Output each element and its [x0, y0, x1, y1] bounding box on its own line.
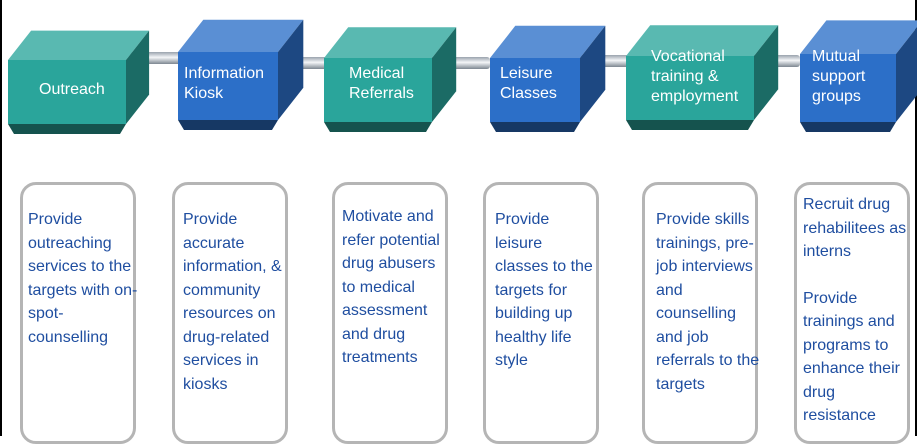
- step-title-line: Leisure: [500, 65, 553, 82]
- cube-side-face: [580, 25, 606, 122]
- cube-step-4: [490, 25, 606, 132]
- description-card-6: [794, 182, 910, 444]
- description-paragraph: Provide trainings and programs to enhanc…: [803, 289, 900, 425]
- step-title-line: Vocational: [651, 48, 725, 65]
- cube-top-face: [8, 30, 150, 60]
- step-title-line: Outreach: [39, 81, 105, 98]
- cube-bottom-face: [800, 122, 896, 132]
- cube-side-face: [126, 30, 150, 125]
- cube-bottom-face: [490, 122, 580, 132]
- step-title-line: Classes: [500, 85, 557, 102]
- description-paragraph: Provide outreaching services to the targ…: [28, 211, 138, 346]
- description-paragraph: Provide accurate information, & communit…: [183, 211, 282, 393]
- description-text-5: Provide skills trainings, pre-job interv…: [656, 208, 766, 396]
- step-title-line: Medical: [349, 65, 405, 82]
- step-title-line: support: [812, 68, 866, 85]
- cube-bottom-face: [178, 120, 278, 130]
- cube-bottom-face: [626, 120, 754, 130]
- cube-front-face: [490, 58, 580, 122]
- step-title-line: Referrals: [349, 85, 414, 102]
- cube-step-3: [324, 27, 457, 132]
- description-paragraph: Provide leisure classes to the targets f…: [495, 211, 593, 369]
- description-paragraph: Provide skills trainings, pre-job interv…: [656, 211, 760, 393]
- cube-front-face: [8, 60, 126, 124]
- cube-front-face: [324, 58, 432, 122]
- step-title-line: training &: [651, 68, 719, 85]
- step-title-line: Information: [184, 65, 265, 82]
- step-title-line: Kiosk: [184, 85, 224, 102]
- cube-step-1: [8, 30, 150, 134]
- description-text-4: Provide leisure classes to the targets f…: [495, 208, 595, 373]
- cube-front-face: [626, 56, 754, 120]
- cube-top-face: [178, 19, 304, 52]
- step-title-5: Vocational training & employment: [651, 47, 738, 107]
- description-text-3: Motivate and refer potential drug abuser…: [342, 205, 452, 370]
- cube-front-face: [178, 52, 278, 120]
- description-paragraph: Recruit drug rehabilitees as interns: [803, 196, 907, 260]
- cube-top-face: [626, 25, 779, 56]
- cube-step-5: [626, 25, 779, 130]
- step-title-line: employment: [651, 88, 739, 105]
- description-text-2: Provide accurate information, & communit…: [183, 208, 293, 396]
- description-card-4: [483, 182, 599, 444]
- step-title-1: Outreach: [39, 80, 105, 100]
- cube-top-face: [490, 25, 606, 58]
- cube-side-face: [278, 19, 304, 120]
- description-card-2: [172, 182, 288, 444]
- description-card-5: [642, 182, 758, 444]
- cube-front-face: [800, 54, 896, 122]
- cube-step-2: [178, 19, 304, 130]
- cube-side-face: [754, 25, 779, 121]
- process-chain: [8, 19, 917, 134]
- cube-step-6: [800, 20, 917, 132]
- step-title-line: Mutual: [812, 48, 861, 65]
- cube-bottom-face: [324, 122, 432, 132]
- description-paragraph: Motivate and refer potential drug abuser…: [342, 208, 440, 366]
- cube-top-face: [800, 20, 917, 54]
- step-title-line: groups: [812, 88, 861, 105]
- step-title-6: Mutual support groups: [812, 47, 865, 107]
- cube-bottom-face: [8, 124, 126, 134]
- description-text-1: Provide outreaching services to the targ…: [28, 208, 138, 349]
- cube-side-face: [432, 27, 457, 123]
- cube-top-face: [324, 27, 457, 58]
- cube-side-face: [896, 27, 917, 122]
- description-card-3: [332, 182, 448, 444]
